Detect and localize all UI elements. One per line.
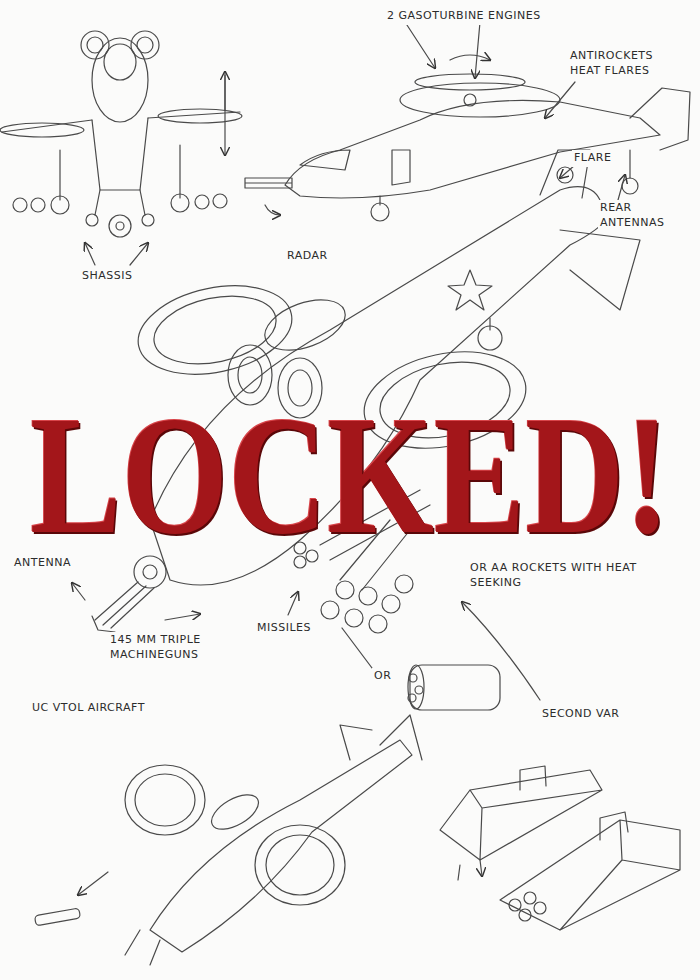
front-view <box>0 31 242 265</box>
part-label: UC VTOL AIRCRAFT <box>30 700 147 717</box>
part-label: SECOND VAR <box>540 706 621 723</box>
watermark: LOCKED! <box>30 390 670 560</box>
part-label: OR <box>372 668 393 685</box>
part-label: MISSILES <box>255 620 313 637</box>
part-label: ANTIROCKETS HEAT FLARES <box>568 48 677 80</box>
part-label: 145 MM TRIPLE MACHINEGUNS <box>108 632 222 664</box>
part-label: FLARE <box>572 150 613 167</box>
small-view <box>34 715 422 965</box>
pod-option <box>408 665 500 710</box>
part-label: RADAR <box>285 248 330 265</box>
pod-detail <box>440 766 680 930</box>
part-label: OR AA ROCKETS WITH HEAT SEEKING <box>468 560 642 592</box>
part-label: SHASSIS <box>80 268 134 285</box>
part-label: REAR ANTENNAS <box>598 200 682 232</box>
part-label: 2 GASOTURBINE ENGINES <box>385 8 543 25</box>
side-view <box>245 22 690 221</box>
